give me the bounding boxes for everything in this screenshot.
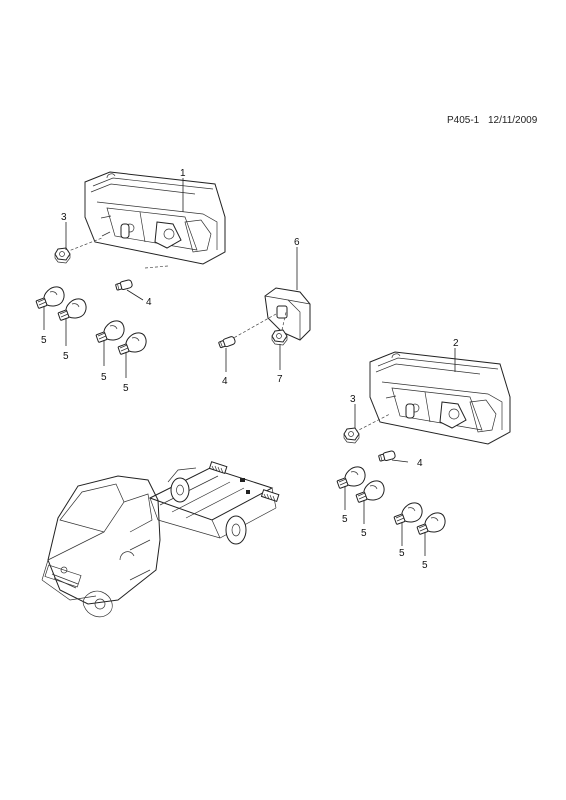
nut-3-lower [343, 427, 360, 444]
callout-5-e: 5 [342, 514, 348, 525]
callout-3-upper: 3 [61, 212, 67, 223]
rear-lamp-assembly-1 [84, 171, 226, 265]
callout-4-upper: 4 [146, 297, 152, 308]
bulb-5-a [35, 286, 65, 309]
callout-5-h: 5 [422, 560, 428, 571]
rear-lamp-assembly-2 [369, 351, 511, 445]
nut-3-upper [54, 247, 71, 264]
diagram-code: P405-1 [447, 115, 480, 126]
callout-5-d: 5 [123, 383, 129, 394]
callout-3-lower: 3 [350, 394, 356, 405]
diagram-date: 12/11/2009 [488, 115, 538, 126]
bulb-4-upper [114, 278, 134, 292]
vehicle-illustration [41, 461, 280, 618]
callout-2: 2 [453, 338, 459, 349]
callout-5-f: 5 [361, 528, 367, 539]
callout-5-b: 5 [63, 351, 69, 362]
nut-7 [271, 329, 288, 346]
bulb-5-e [336, 466, 366, 489]
callout-4-lower: 4 [417, 458, 423, 469]
callout-6: 6 [294, 237, 300, 248]
bulb-5-c [95, 320, 125, 343]
page-header: P405-1 12/11/2009 [0, 115, 566, 135]
callout-7: 7 [277, 374, 283, 385]
marker-lamp-6 [264, 287, 311, 341]
bulb-5-g [393, 502, 423, 525]
callout-5-c: 5 [101, 372, 107, 383]
bulb-4-middle [217, 335, 237, 350]
callout-4-middle: 4 [222, 376, 228, 387]
callout-5-g: 5 [399, 548, 405, 559]
callout-5-a: 5 [41, 335, 47, 346]
callout-1: 1 [180, 168, 186, 179]
